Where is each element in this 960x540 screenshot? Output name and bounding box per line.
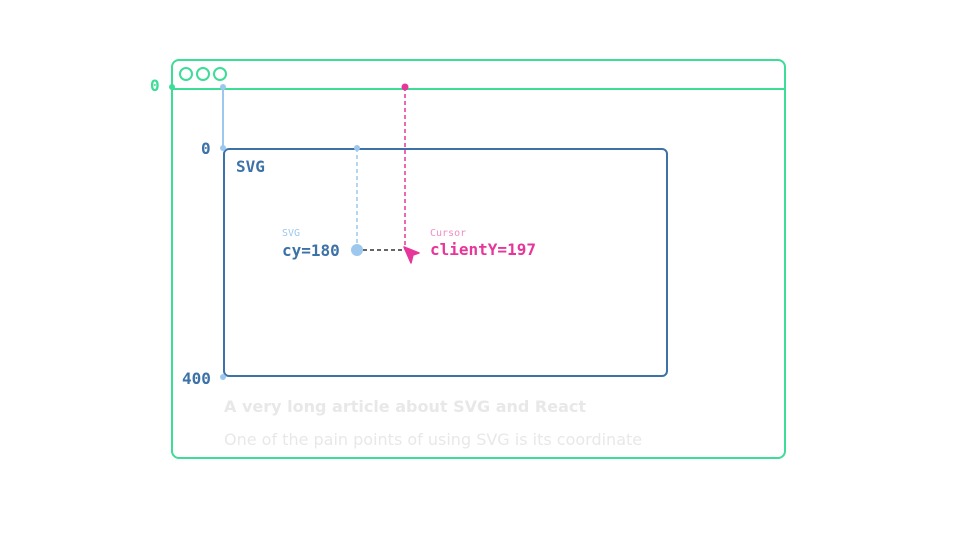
window-dot-icon[interactable] <box>196 67 210 81</box>
svg-point-dot <box>351 244 363 256</box>
article-body: One of the pain points of using SVG is i… <box>224 430 643 457</box>
browser-window: A very long article about SVG and React … <box>171 59 786 459</box>
svg-box-title: SVG <box>236 157 265 176</box>
svg-max-dot <box>220 374 226 380</box>
svg-offset-top-dot <box>220 84 226 90</box>
svg-point-value: cy=180 <box>282 241 340 260</box>
svg-axis-zero-label: 0 <box>201 139 211 158</box>
window-dot-icon[interactable] <box>179 67 193 81</box>
svg-axis-max-label: 400 <box>182 369 211 388</box>
cursor-value: clientY=197 <box>430 240 536 259</box>
svg-zero-dot <box>220 145 226 151</box>
browser-axis-zero-label: 0 <box>150 76 160 95</box>
svg-cy-top-dot <box>354 145 360 151</box>
svg-canvas-box: SVG <box>223 148 668 377</box>
browser-origin-dot <box>169 84 175 90</box>
cursor-arrow-icon <box>403 246 420 264</box>
window-dot-icon[interactable] <box>213 67 227 81</box>
svg-point-caption: SVG <box>282 228 301 239</box>
cursor-caption: Cursor <box>430 228 467 239</box>
article-title: A very long article about SVG and React <box>224 397 586 416</box>
browser-titlebar <box>173 61 784 90</box>
cursor-client-top-dot <box>401 83 409 91</box>
